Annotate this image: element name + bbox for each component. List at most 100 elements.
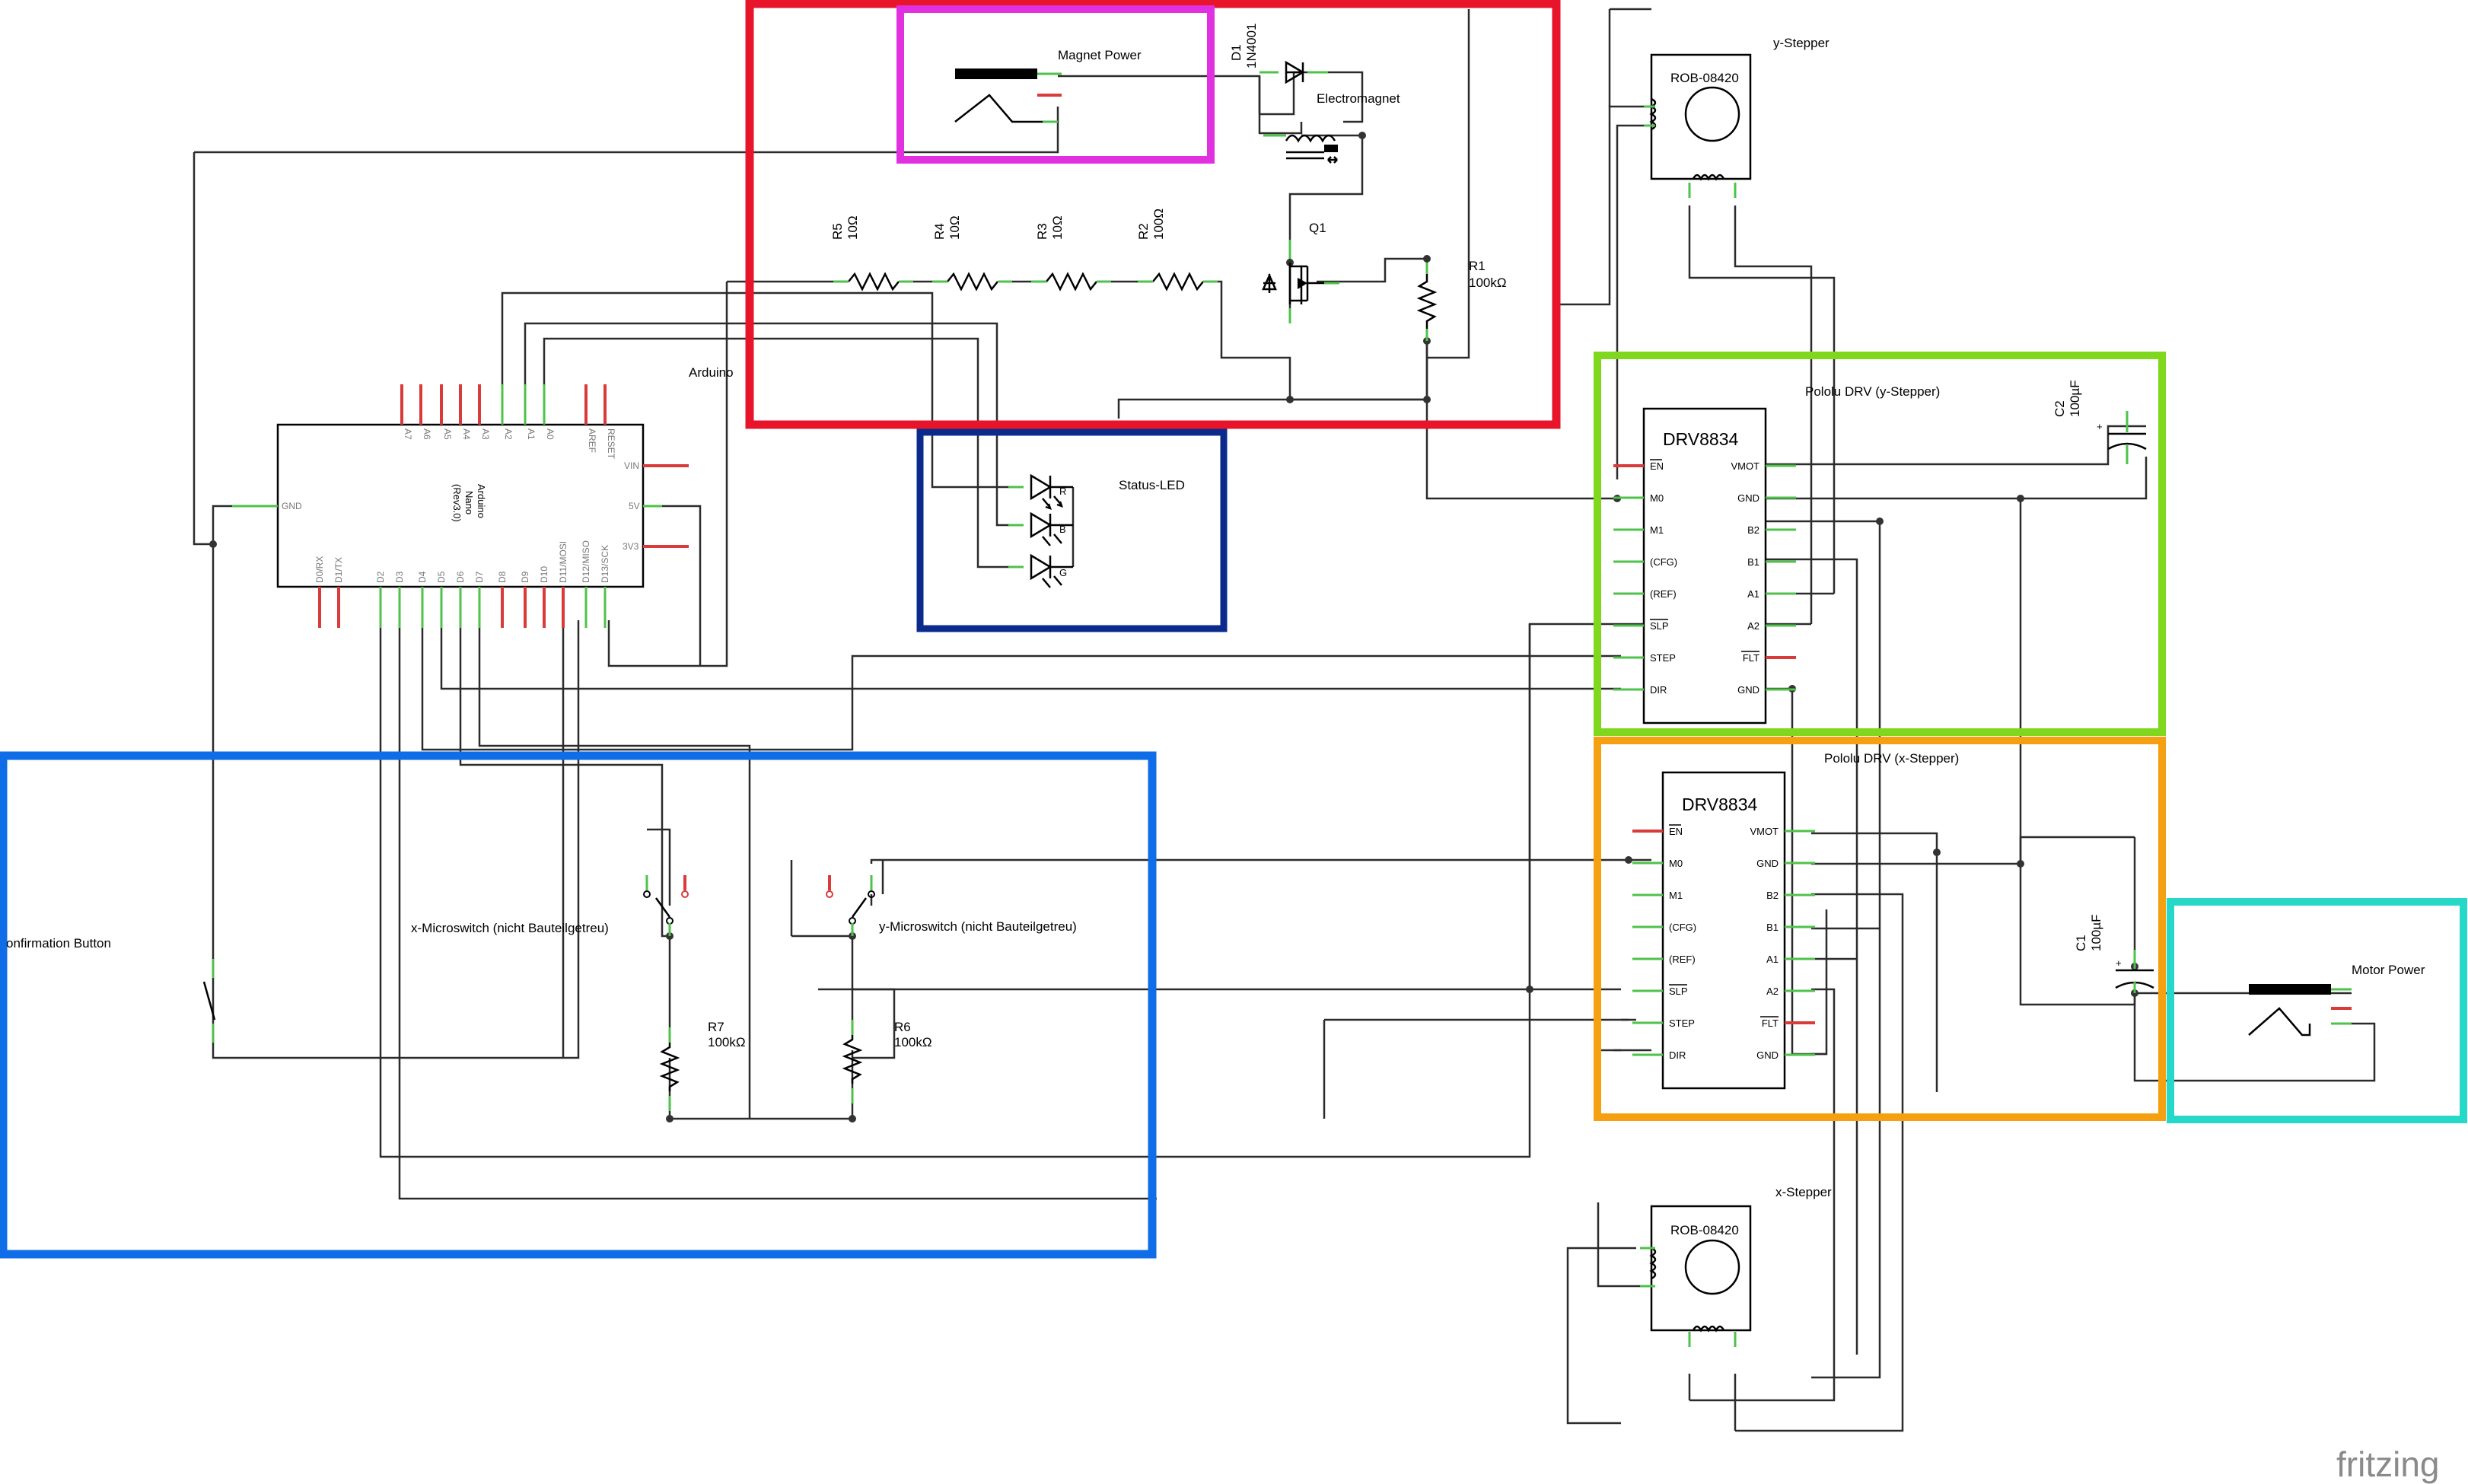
r3-ref-label: R3: [1035, 223, 1049, 240]
arduino-pin-d13sck: D13/SCK: [600, 545, 610, 583]
arduino-pin-a0: A0: [545, 428, 556, 440]
drv-x-chip-label: DRV8834: [1682, 795, 1758, 814]
arduino-pin-d4: D4: [417, 571, 428, 583]
drv-x-pin-left-cfg: (CFG): [1669, 922, 1696, 933]
drv-x-pin-left-slp: SLP: [1669, 986, 1688, 997]
r6-ref-label: R6: [894, 1020, 911, 1034]
motor-power-block-outline: [2167, 898, 2467, 1123]
y-stepper-label: y-Stepper: [1773, 36, 1830, 50]
drv-x-pin-right-gnd: GND: [1756, 1049, 1779, 1061]
arduino-net-label: Arduino: [689, 365, 734, 380]
x-stepper-label: x-Stepper: [1775, 1185, 1832, 1199]
rgb-status-led: R B G Status-LED: [1008, 473, 1185, 588]
x-microswitch-label: x-Microswitch (nicht Bauteilgetreu): [411, 921, 609, 935]
c2-ref-label: C2: [2052, 400, 2067, 417]
resistor-r7: R7 100kΩ: [659, 1020, 746, 1111]
drv-y-pin-left-m0: M0: [1650, 492, 1664, 504]
drv-x-pin-right-vmot: VMOT: [1750, 826, 1779, 837]
arduino-title: Arduino: [476, 484, 487, 518]
status-led-block-outline: [916, 428, 1228, 632]
arduino-pin-d5: D5: [436, 571, 447, 583]
arduino-pin-a2: A2: [503, 428, 514, 440]
y-microswitch: y-Microswitch (nicht Bauteilgetreu): [826, 875, 1077, 936]
svg-text:+: +: [2116, 957, 2122, 969]
r4-value-label: 10Ω: [947, 215, 962, 240]
r6-value-label: 100kΩ: [894, 1035, 932, 1049]
drv-x-pin-right-flt: FLT: [1762, 1017, 1779, 1029]
arduino-pin-d9: D9: [520, 571, 530, 583]
arduino-pin-reset: RESET: [606, 428, 616, 460]
electromagnet-label: Electromagnet: [1317, 91, 1400, 106]
drv-y-pin-left-en: EN: [1650, 460, 1664, 472]
arduino-pin-d3: D3: [394, 571, 405, 583]
r2-ref-label: R2: [1136, 223, 1151, 240]
drv-y-pin-left-ref: (REF): [1650, 588, 1677, 600]
drv-y-pin-right-flt: FLT: [1743, 652, 1759, 664]
arduino-pin-5v: 5V: [629, 501, 640, 511]
drv-x-pin-right-b2: B2: [1766, 890, 1779, 901]
magnet-power-label: Magnet Power: [1058, 48, 1142, 62]
arduino-pin-a1: A1: [526, 428, 537, 440]
arduino-pin-d7: D7: [474, 571, 485, 583]
magnet-power-block-outline: [896, 5, 1215, 164]
arduino-pin-a4: A4: [461, 428, 472, 440]
drv-y-pin-right-gnd: GND: [1737, 684, 1759, 696]
x-stepper-motor: ROB-08420 x-Stepper: [1640, 1185, 1832, 1347]
motor-power-jack: Motor Power: [2248, 963, 2425, 1037]
magnet-power-jack: Magnet Power: [954, 48, 1142, 123]
drv-y-pin-left-step: STEP: [1650, 652, 1676, 664]
drv8834-y-driver: DRV8834 ENM0M1(CFG)(REF)SLPSTEPDIRVMOTGN…: [1613, 384, 1940, 724]
drv-x-pin-right-b1: B1: [1766, 922, 1779, 933]
motor-power-label: Motor Power: [2352, 963, 2425, 977]
y-microswitch-label: y-Microswitch (nicht Bauteilgetreu): [879, 919, 1077, 934]
drv-x-pin-left-dir: DIR: [1669, 1049, 1686, 1061]
r5-value-label: 10Ω: [845, 215, 860, 240]
resistor-r2: R2 100Ω: [1136, 209, 1218, 291]
x-microswitch: x-Microswitch (nicht Bauteilgetreu): [411, 875, 689, 936]
y-driver-block-outline: [1594, 352, 2166, 736]
drv-y-pin-right-a1: A1: [1747, 588, 1759, 600]
r5-ref-label: R5: [830, 223, 845, 240]
arduino-pin-vin: VIN: [624, 460, 639, 471]
svg-text:+: +: [2097, 421, 2103, 432]
drv-y-pin-right-b2: B2: [1747, 524, 1759, 536]
fritzing-logo: fritzing: [2336, 1444, 2439, 1484]
resistor-r5: R5 10Ω: [830, 215, 913, 291]
arduino-rev: (Rev3.0): [451, 484, 463, 522]
arduino-pin-aref: AREF: [587, 428, 597, 453]
drv-y-chip-label: DRV8834: [1663, 429, 1739, 449]
d1-part-label: 1N4001: [1244, 23, 1259, 68]
resistor-r1: R1 100kΩ: [1416, 259, 1507, 341]
drv-x-pin-left-m0: M0: [1669, 858, 1683, 869]
wires: [193, 8, 2376, 1432]
y-stepper-part-label: ROB-08420: [1670, 71, 1739, 85]
capacitor-c1: + C1 100µF: [2074, 914, 2154, 993]
r3-value-label: 10Ω: [1050, 215, 1065, 240]
confirmation-button-label: onfirmation Button: [6, 936, 111, 951]
arduino-pin-d1tx: D1/TX: [333, 557, 344, 583]
resistor-r3: R3 10Ω: [1031, 215, 1111, 291]
r7-value-label: 100kΩ: [708, 1035, 746, 1049]
led-g-label: G: [1059, 567, 1067, 578]
drv-y-pin-right-b1: B1: [1747, 556, 1759, 568]
drv-y-pin-left-m1: M1: [1650, 524, 1664, 536]
drv-y-pin-right-vmot: VMOT: [1731, 460, 1759, 472]
d1-ref-label: D1: [1229, 44, 1244, 61]
q1-label: Q1: [1309, 221, 1326, 235]
drv-x-pin-left-step: STEP: [1669, 1017, 1695, 1029]
mosfet-q1: Q1: [1262, 221, 1339, 323]
resistor-r4: R4 10Ω: [932, 215, 1012, 291]
drv-y-pin-left-slp: SLP: [1650, 620, 1669, 632]
input-block-outline: [0, 751, 1157, 1259]
x-stepper-part-label: ROB-08420: [1670, 1223, 1739, 1237]
arduino-pin-d10: D10: [539, 566, 549, 583]
drv-x-pin-right-a2: A2: [1766, 986, 1779, 997]
r4-ref-label: R4: [932, 223, 947, 240]
resistor-r6: R6 100kΩ: [842, 1020, 932, 1103]
drv-x-pin-right-gnd: GND: [1756, 858, 1779, 869]
arduino-pin-d12miso: D12/MISO: [581, 540, 591, 583]
arduino-pin-a6: A6: [422, 428, 432, 440]
